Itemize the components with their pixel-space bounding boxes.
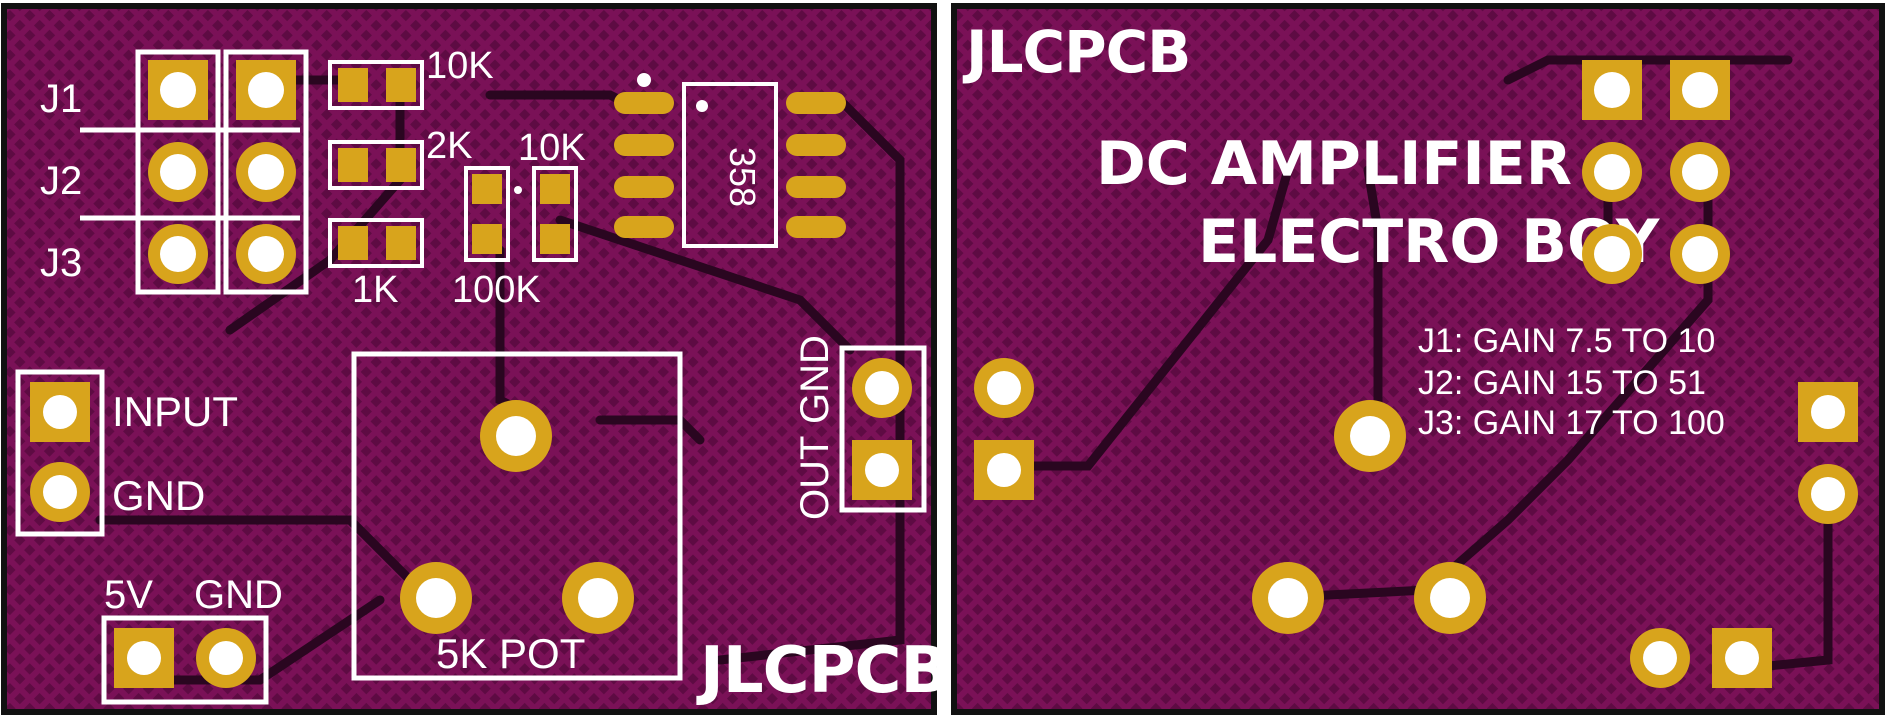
output-gnd-label: GND bbox=[793, 335, 837, 424]
pcb-front-svg: J1 J2 J3 10K 2K 1K 10K 100K bbox=[1, 3, 949, 715]
jumper-label-j3: J3 bbox=[40, 241, 82, 285]
input-header bbox=[15, 369, 105, 537]
board-title-line2: ELECTRO BOY bbox=[1198, 207, 1661, 277]
ic-label: 358 bbox=[722, 147, 763, 207]
power-header bbox=[101, 615, 269, 705]
smd-pad-icon bbox=[386, 226, 416, 260]
pot-label: 5K POT bbox=[436, 630, 585, 677]
resistor-label-2k: 2K bbox=[426, 125, 472, 167]
jumper-pads-back bbox=[1582, 60, 1730, 284]
smd-pad-icon bbox=[472, 174, 502, 204]
input-gnd-label: GND bbox=[112, 472, 205, 519]
potentiometer bbox=[351, 351, 683, 681]
pin1-dot-icon bbox=[637, 73, 651, 87]
resistor-label-100k: 100K bbox=[452, 269, 541, 311]
gain-note-j1: J1: GAIN 7.5 TO 10 bbox=[1418, 322, 1715, 360]
gain-note-j3: J3: GAIN 17 TO 100 bbox=[1418, 404, 1725, 442]
smd-pad-icon bbox=[386, 68, 416, 102]
output-out-label: OUT bbox=[793, 436, 837, 520]
jlcpcb-logo-back: JLCPCB bbox=[962, 18, 1190, 86]
jlcpcb-logo-front: JLCPCB bbox=[696, 634, 940, 708]
output-header bbox=[839, 345, 927, 513]
jumper-label-j1: J1 bbox=[40, 77, 82, 121]
smd-pad-icon bbox=[338, 148, 368, 182]
smd-pad-icon bbox=[540, 174, 570, 204]
jumper-label-j2: J2 bbox=[40, 159, 82, 203]
gain-note-j2: J2: GAIN 15 TO 51 bbox=[1418, 364, 1706, 402]
pcb-back-view: JLCPCB DC AMPLIFIER ELECTRO BOY J1: GAIN… bbox=[948, 0, 1888, 720]
smd-pad-icon bbox=[472, 224, 502, 254]
pin1-dot-icon bbox=[696, 100, 708, 112]
smd-pad-icon bbox=[338, 226, 368, 260]
board-title-line1: DC AMPLIFIER bbox=[1096, 129, 1572, 199]
power-gnd-label: GND bbox=[194, 573, 283, 617]
power-5v-label: 5V bbox=[104, 573, 153, 617]
smd-pad-icon bbox=[386, 148, 416, 182]
smd-pad-icon bbox=[540, 224, 570, 254]
pcb-back-svg: JLCPCB DC AMPLIFIER ELECTRO BOY J1: GAIN… bbox=[951, 3, 1885, 715]
resistor-label-1k: 1K bbox=[352, 269, 398, 311]
resistor-label-10k: 10K bbox=[426, 45, 494, 87]
input-label: INPUT bbox=[112, 388, 238, 435]
smd-pad-icon bbox=[338, 68, 368, 102]
jumper-pads bbox=[148, 60, 296, 284]
resistor-label-10k-b: 10K bbox=[518, 127, 586, 169]
jumper-silk-outlines bbox=[80, 49, 309, 295]
smd-resistors bbox=[328, 60, 578, 268]
ic-358: 358 bbox=[614, 73, 846, 248]
pcb-front-view: J1 J2 J3 10K 2K 1K 10K 100K bbox=[0, 0, 949, 720]
